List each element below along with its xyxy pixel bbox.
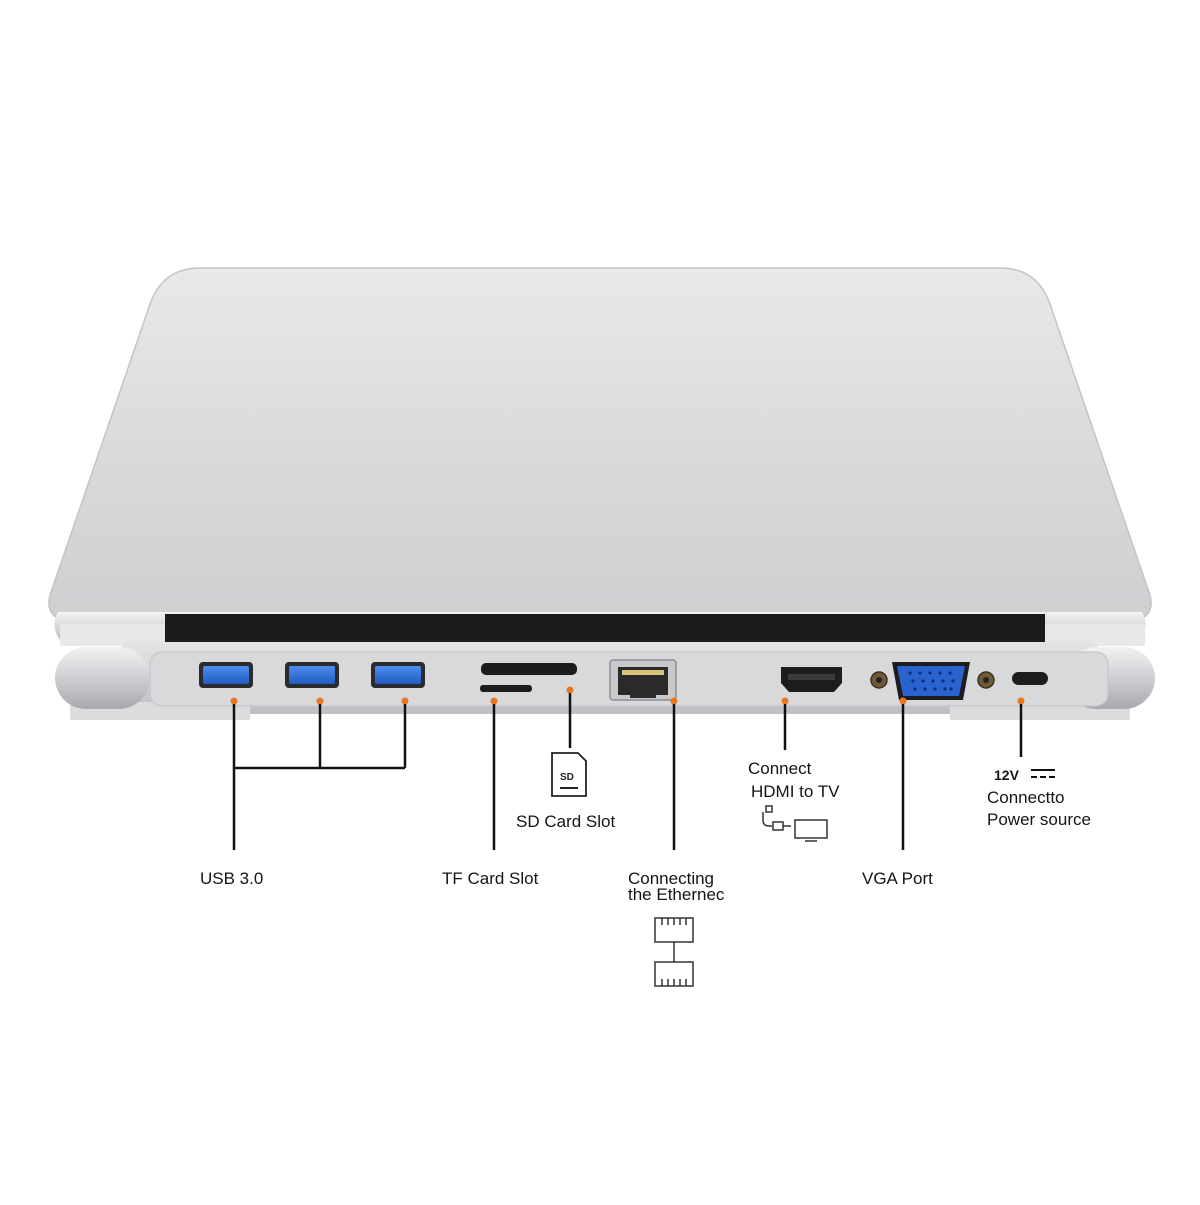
hdmi-label-line2: HDMI to TV (751, 782, 840, 801)
laptop-base-left (60, 624, 165, 646)
power-voltage-label: 12V (994, 767, 1019, 783)
hdmi-label-line1: Connect (748, 759, 812, 778)
usb-c-power-port (1012, 672, 1048, 685)
power-label-line1: Connectto (987, 788, 1065, 807)
sd-card-label: SD Card Slot (516, 812, 616, 831)
ethernet-label-line1: Connecting (628, 869, 715, 888)
dc-power-symbol (1031, 769, 1055, 778)
laptop-base-right (1045, 624, 1145, 646)
laptop-lid (48, 267, 1152, 623)
hdmi-tv-icon (762, 805, 828, 842)
hdmi-port (781, 667, 842, 692)
power-label-line2: Power source (987, 810, 1091, 829)
tf-card-slot (480, 685, 532, 692)
vga-port (870, 662, 995, 700)
ethernet-label-line2: the Ethernec (628, 885, 725, 904)
sd-card-icon (551, 752, 587, 797)
tf-card-label: TF Card Slot (442, 869, 539, 888)
usb-label: USB 3.0 (200, 869, 264, 888)
laptop-hinge-gap (165, 614, 1045, 644)
sd-card-slot (481, 663, 577, 675)
dock-cylinder-left (55, 647, 150, 709)
sd-icon-label: SD (560, 772, 574, 783)
vga-label: VGA Port (862, 869, 933, 888)
usb-port-2 (285, 662, 339, 688)
usb-port-3 (371, 662, 425, 688)
callout-markers (230, 686, 1025, 705)
usb-port-1 (199, 662, 253, 688)
ethernet-cable-icon (654, 917, 694, 987)
callout-lines (232, 693, 1023, 850)
ethernet-port (609, 659, 677, 701)
